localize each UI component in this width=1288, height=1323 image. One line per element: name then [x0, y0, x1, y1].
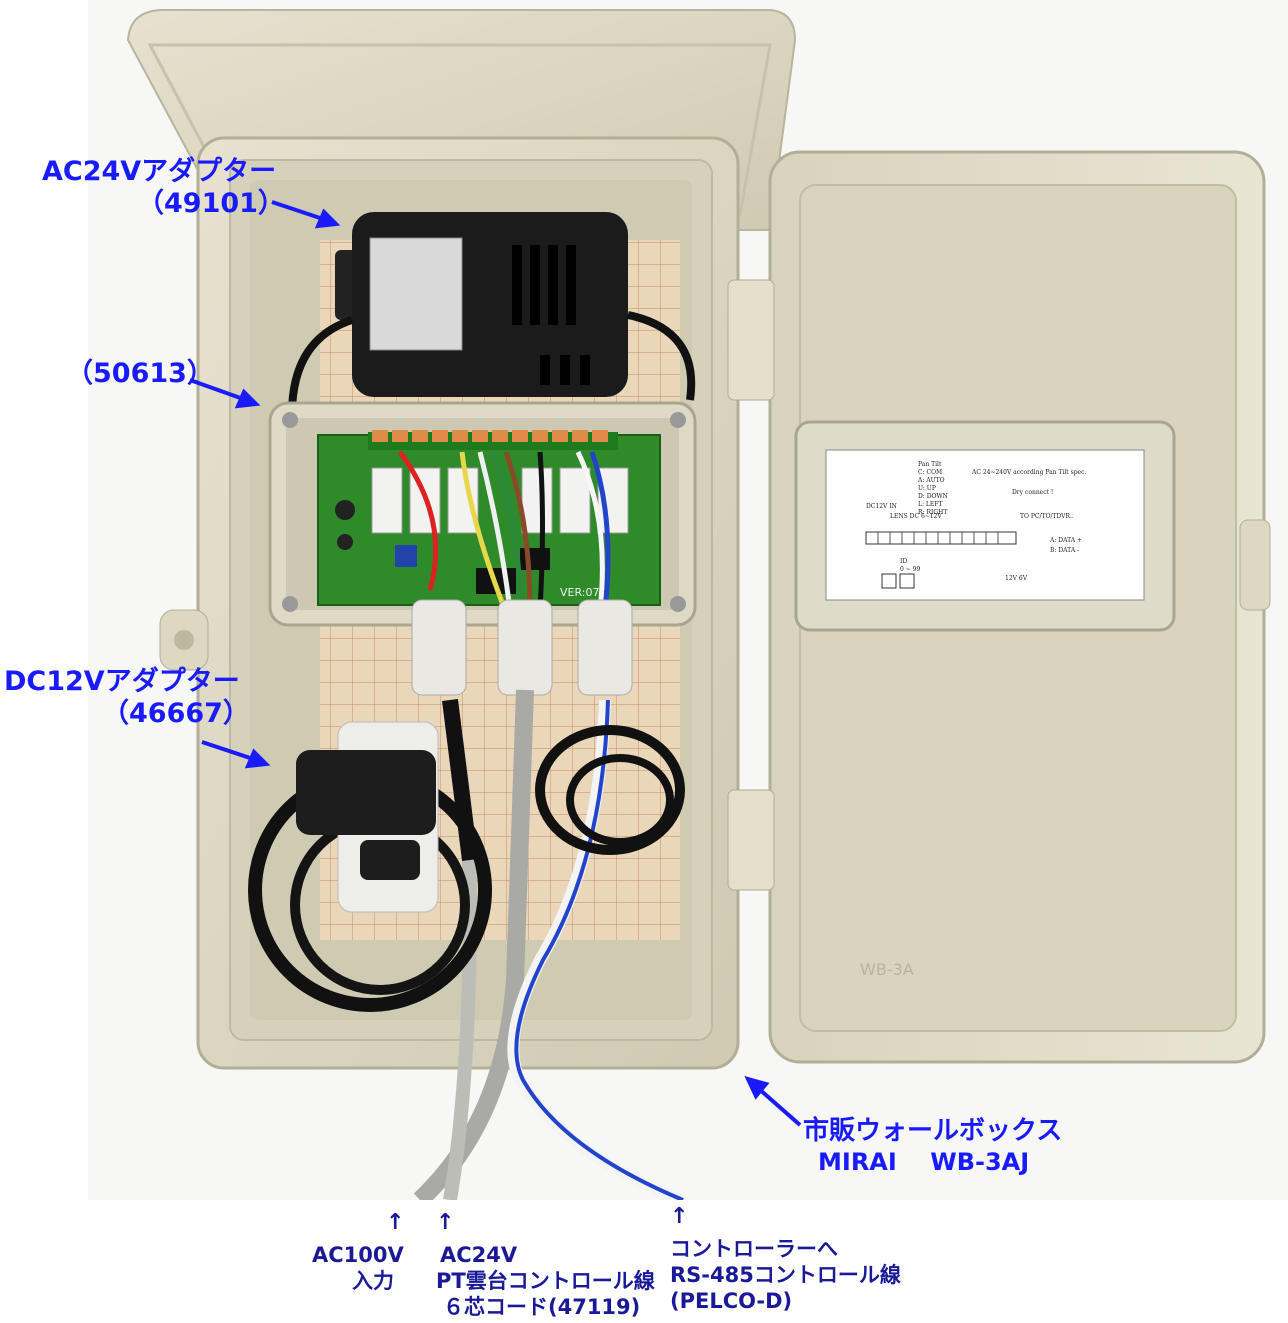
pcb-version-label: VER:070: [560, 586, 606, 599]
label-50613: （50613）: [66, 358, 214, 389]
label-dc12v-adapter-code: （46667）: [102, 698, 250, 729]
gray-cable: [413, 689, 534, 1200]
label-rs485: RS-485コントロール線: [670, 1263, 901, 1287]
label-ac24v-adapter-code: （49101）: [137, 188, 285, 219]
rs485-cable: [514, 699, 684, 1200]
svg-text:AC 24~240V according Pan Tilt: AC 24~240V according Pan Tilt spec.: [971, 469, 1086, 476]
svg-text:R: RIGHT: R: RIGHT: [918, 509, 947, 516]
svg-text:LENS DC 6~12V: LENS DC 6~12V: [890, 513, 942, 520]
arrow-ac24v-cable: ↑: [436, 1210, 455, 1235]
label-wall-box-model: MIRAI WB-3AJ: [818, 1148, 1030, 1176]
svg-text:Pan Tilt: Pan Tilt: [918, 461, 942, 468]
svg-text:DC12V IN: DC12V IN: [866, 503, 897, 510]
label-ac24v: AC24V: [440, 1243, 518, 1267]
svg-text:Dry connect !: Dry connect !: [1012, 489, 1053, 496]
label-to-controller: コントローラーへ: [670, 1237, 838, 1261]
arrow-wall-box: [756, 1086, 802, 1127]
wiring-diagram-sticker: [825, 449, 1145, 601]
svg-text:ID: ID: [900, 558, 907, 565]
svg-text:D: DOWN: D: DOWN: [918, 493, 948, 500]
arrow-ac24v: [271, 200, 327, 222]
svg-text:0 ~ 99: 0 ~ 99: [900, 566, 920, 573]
svg-text:TO PC/TO/TDVR..: TO PC/TO/TDVR..: [1020, 513, 1074, 520]
label-six-core-cord: ６芯コード(47119): [443, 1295, 641, 1319]
svg-text:B: DATA -: B: DATA -: [1050, 547, 1079, 554]
label-wall-box: 市販ウォールボックス: [803, 1116, 1063, 1146]
svg-text:L: LEFT: L: LEFT: [918, 501, 942, 508]
arrow-50613: [189, 378, 247, 402]
svg-text:C: COM: C: COM: [918, 469, 942, 476]
arrow-ac100v: ↑: [386, 1210, 405, 1235]
svg-text:A: DATA +: A: DATA +: [1049, 537, 1082, 544]
label-ac100v-input: 入力: [352, 1269, 394, 1293]
label-ac24v-adapter: AC24Vアダプター: [42, 156, 277, 187]
wall-box-photo: VER:070 WB-3A Pan Tilt C: [126, 9, 1271, 1200]
svg-text:12V 6V: 12V 6V: [1005, 575, 1028, 582]
arrow-dc12v: [201, 740, 257, 762]
arrow-rs485: ↑: [670, 1204, 689, 1229]
svg-text:U: UP: U: UP: [918, 485, 936, 492]
label-pt-control: PT雲台コントロール線: [436, 1269, 655, 1293]
dc12v-adapter: [296, 750, 436, 835]
label-ac100v: AC100V: [312, 1243, 404, 1267]
label-dc12v-adapter: DC12Vアダプター: [4, 666, 240, 697]
svg-text:A: AUTO: A: AUTO: [917, 477, 945, 484]
label-pelco-d: (PELCO-D): [670, 1289, 793, 1313]
box-mark: WB-3A: [860, 960, 914, 979]
